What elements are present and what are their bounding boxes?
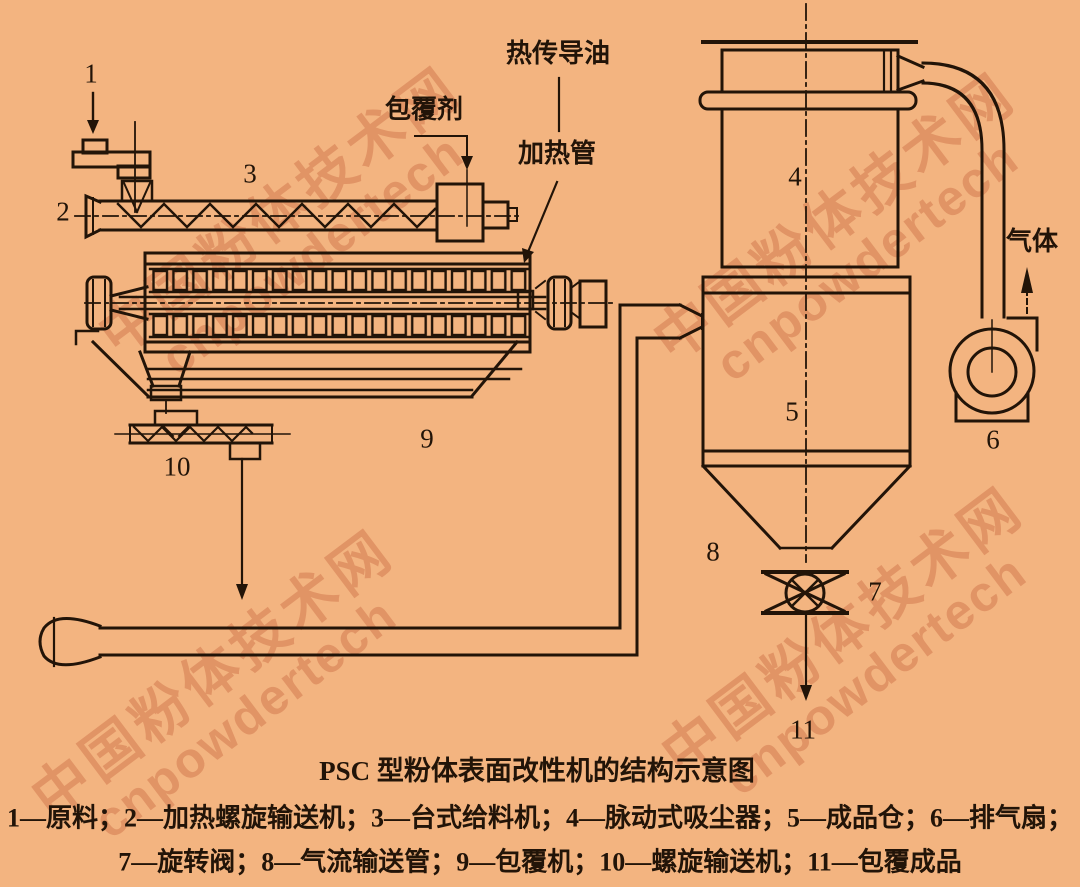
pipe8-inner-wall bbox=[98, 303, 682, 630]
conveyor2-screw-flight bbox=[116, 202, 437, 229]
pipe8-bell-mouth bbox=[38, 617, 102, 667]
annotation-heating-pipe: 加热管 bbox=[517, 139, 597, 168]
machine9-discharge-hopper bbox=[138, 350, 155, 388]
legend-line-1: 1—原料；2—加热螺旋输送机；3—台式给料机；4—脉动式吸尘器；5—成品仓；6—… bbox=[6, 803, 1074, 833]
annotation-coating-agent: 包覆剂 bbox=[384, 95, 464, 124]
conveyor10-outlet bbox=[228, 441, 262, 461]
fan-casing-outlet bbox=[1006, 316, 1039, 352]
part-label-6: 6 bbox=[986, 424, 1000, 455]
coating-agent-box bbox=[435, 182, 485, 243]
part-label-3: 3 bbox=[243, 158, 257, 189]
diagram-title: PSC 型粉体表面改性机的结构示意图 bbox=[319, 755, 755, 786]
conveyor2-inlet-box bbox=[120, 179, 154, 203]
collector-to-fan-pipe bbox=[921, 61, 1006, 319]
machine9-left-bearing bbox=[85, 275, 113, 331]
part-label-1: 1 bbox=[84, 58, 98, 89]
part-label-8: 8 bbox=[706, 536, 720, 567]
part-label-7: 7 bbox=[868, 576, 882, 607]
machine9-right-bearing bbox=[546, 275, 573, 331]
annotation-heat-transfer-oil: 热传导油 bbox=[505, 39, 611, 68]
part-label-11: 11 bbox=[790, 714, 816, 745]
collector-top-cap bbox=[720, 48, 900, 94]
part-label-5: 5 bbox=[785, 396, 799, 427]
table-feeder-body bbox=[71, 150, 152, 169]
machine9-drive-box bbox=[578, 279, 608, 329]
fan-base bbox=[954, 391, 1030, 423]
bin-bottom-band bbox=[701, 449, 912, 468]
heating-pipe-arrow bbox=[526, 180, 559, 254]
part-label-4: 4 bbox=[788, 161, 802, 192]
bin-cone bbox=[700, 463, 783, 551]
part-label-2: 2 bbox=[56, 196, 70, 227]
conveyor10-inlet bbox=[153, 409, 199, 427]
pipe8-outer-wall bbox=[98, 336, 682, 657]
part-label-10: 10 bbox=[163, 451, 191, 482]
legend-line-2: 7—旋转阀；8—气流输送管；9—包覆机；10—螺旋输送机；11—包覆成品 bbox=[118, 847, 962, 877]
collector-flange bbox=[698, 90, 918, 111]
bin-top-band bbox=[701, 275, 912, 295]
annotation-gas: 气体 bbox=[1005, 227, 1059, 256]
part-label-9: 9 bbox=[420, 423, 434, 454]
